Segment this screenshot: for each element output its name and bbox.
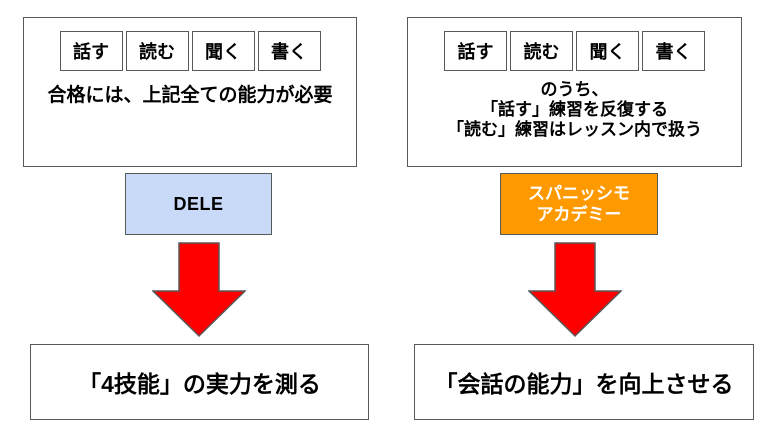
academy-result-text: 「会話の能力」を向上させる xyxy=(434,371,734,397)
skill-box-read: 読む xyxy=(125,31,189,71)
academy-label-line-1: スパニッシモ xyxy=(528,184,630,203)
skills-row: 話す 読む 聞く 書く xyxy=(59,31,321,71)
skill-box-read: 読む xyxy=(510,31,573,71)
academy-skills-panel: 話す 読む 聞く 書く のうち、 「話す」練習を反復する 「読む」練習はレッスン… xyxy=(407,17,742,167)
down-arrow-shape xyxy=(152,242,246,338)
dele-result-text: 「4技能」の実力を測る xyxy=(78,371,321,397)
skills-row: 話す 読む 聞く 書く xyxy=(444,31,705,71)
academy-note-line-3: 「読む」練習はレッスン内で扱う xyxy=(447,120,702,139)
academy-panel-note: のうち、 「話す」練習を反復する 「読む」練習はレッスン内で扱う xyxy=(447,80,702,140)
skill-box-listen: 聞く xyxy=(576,31,639,71)
dele-result-box: 「4技能」の実力を測る xyxy=(30,344,369,420)
down-arrow-shape xyxy=(528,242,622,338)
skill-box-listen: 聞く xyxy=(191,31,255,71)
dele-label: DELE xyxy=(173,193,224,214)
academy-note-line-2: 「話す」練習を反復する xyxy=(481,100,668,119)
dele-panel-note: 合格には、上記全ての能力が必要 xyxy=(47,85,333,106)
dele-label-box: DELE xyxy=(125,173,272,235)
academy-label-box: スパニッシモ アカデミー xyxy=(500,173,658,235)
academy-result-box: 「会話の能力」を向上させる xyxy=(414,344,754,420)
down-arrow-icon xyxy=(152,242,246,338)
academy-label-line-2: アカデミー xyxy=(536,205,622,224)
academy-note-line-1: のうち、 xyxy=(540,80,609,99)
skill-box-write: 書く xyxy=(257,31,321,71)
down-arrow-icon xyxy=(528,242,622,338)
skill-box-speak: 話す xyxy=(59,31,123,71)
dele-skills-panel: 話す 読む 聞く 書く 合格には、上記全ての能力が必要 xyxy=(23,17,357,167)
skill-box-speak: 話す xyxy=(444,31,507,71)
skill-box-write: 書く xyxy=(642,31,705,71)
